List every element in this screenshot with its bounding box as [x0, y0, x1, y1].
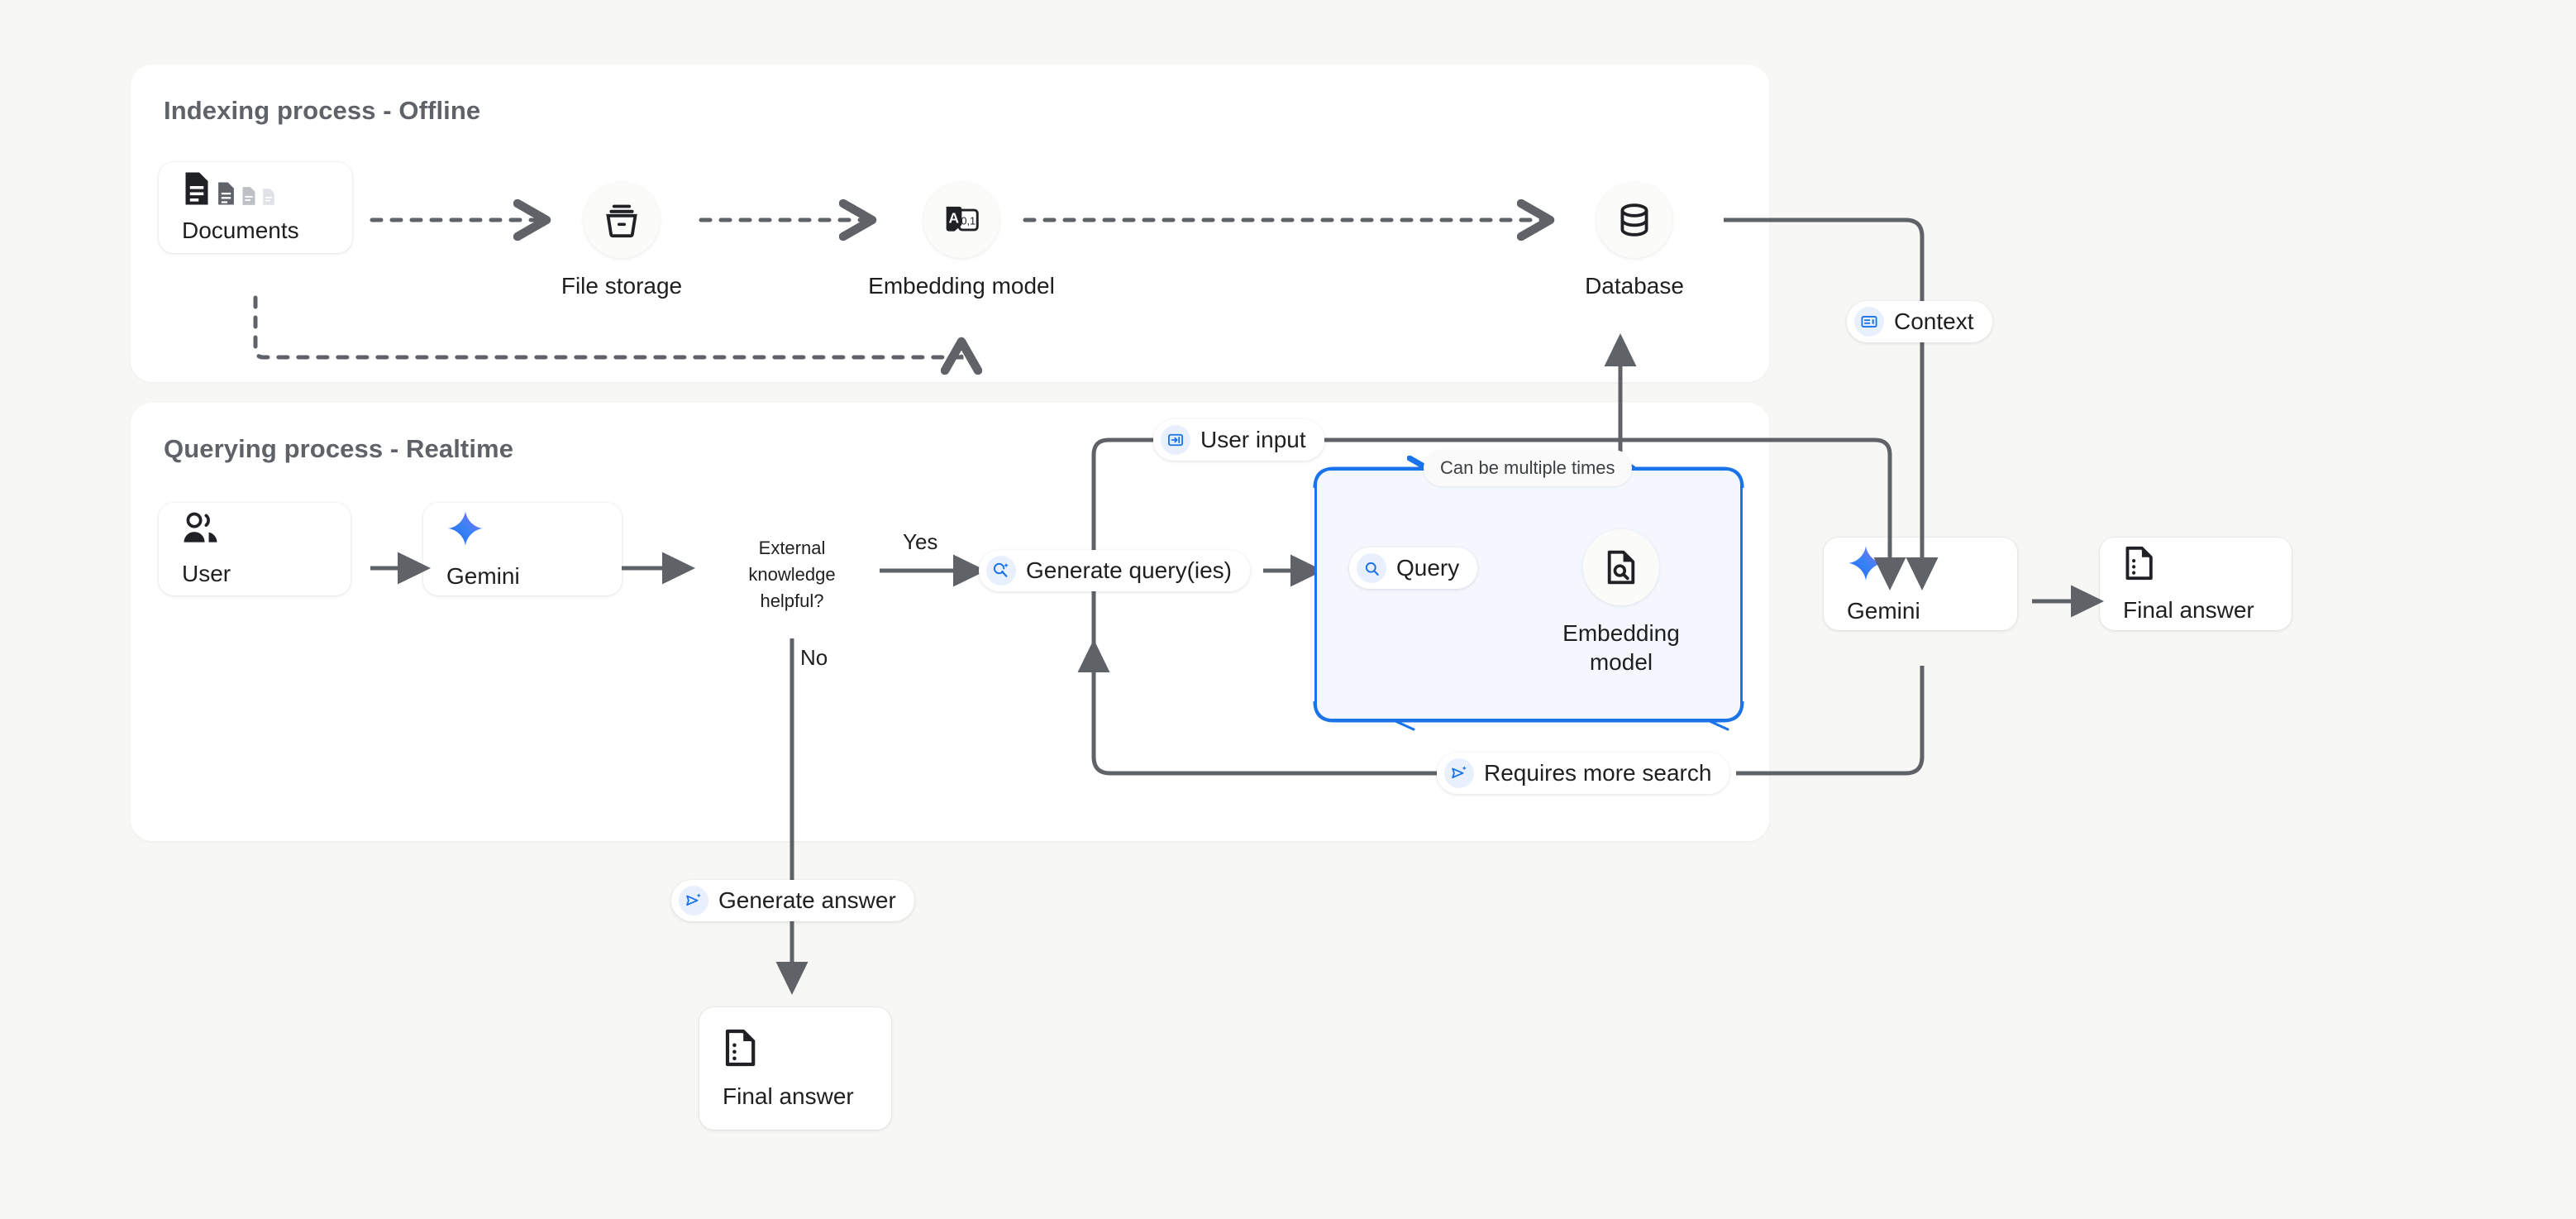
node-file-storage[interactable]: File storage — [542, 182, 701, 300]
node-gemini-right[interactable]: Gemini — [1824, 538, 2017, 630]
node-decision-external-knowledge[interactable]: External knowledge helpful? — [704, 513, 880, 637]
pill-requires-more-search[interactable]: Requires more search — [1437, 753, 1730, 794]
answer-document-icon — [723, 1028, 891, 1072]
node-database-label: Database — [1585, 273, 1684, 299]
edge-label-no: No — [800, 645, 828, 670]
documents-icon-sheet-3 — [242, 187, 255, 205]
input-arrow-icon-svg — [1168, 433, 1183, 447]
node-final-answer-bottom-label: Final answer — [723, 1083, 854, 1109]
pill-query[interactable]: Query — [1349, 547, 1478, 589]
pill-generate-answer[interactable]: Generate answer — [671, 880, 914, 921]
pill-generate-queries-label: Generate query(ies) — [1026, 557, 1233, 583]
pill-user-input-label: User input — [1200, 427, 1306, 452]
user-group-icon-svg — [184, 512, 217, 543]
node-final-answer-bottom[interactable]: Final answer — [699, 1007, 891, 1130]
node-final-answer-right-label: Final answer — [2123, 596, 2254, 623]
pill-context-label: Context — [1894, 308, 1974, 334]
node-embedding-model-indexing[interactable]: 0,1 A Embedding model — [868, 182, 1055, 300]
embedding-loop-line2: model — [1589, 649, 1653, 675]
pill-query-label: Query — [1396, 555, 1460, 581]
node-embedding-model-loop-label: Embedding model — [1562, 619, 1680, 676]
search-icon — [1357, 553, 1386, 583]
answer-document-icon-svg-right — [2125, 546, 2153, 580]
answer-document-icon — [2123, 545, 2292, 586]
edge-label-yes: Yes — [903, 529, 938, 554]
text-to-vector-icon-wrap: 0,1 A — [923, 182, 999, 258]
pill-requires-more-search-label: Requires more search — [1484, 760, 1712, 786]
database-icon — [1620, 203, 1648, 237]
gemini-sparkle-icon — [446, 509, 622, 552]
documents-icon-sheet-2 — [218, 182, 234, 205]
send-sparkle-icon-svg — [1452, 766, 1467, 779]
documents-icon — [182, 171, 352, 206]
gemini-sparkle-icon-svg-right — [1848, 545, 1884, 581]
node-gemini-left-label: Gemini — [446, 562, 520, 589]
pill-user-input[interactable]: User input — [1153, 419, 1324, 461]
document-search-icon — [1607, 550, 1635, 585]
archive-box-icon — [606, 204, 637, 238]
decision-label-line3: helpful? — [760, 590, 824, 611]
node-gemini-right-label: Gemini — [1847, 597, 1920, 624]
panel-title-querying: Querying process - Realtime — [164, 434, 514, 463]
vector-bits-text: 0,1 — [961, 215, 976, 227]
node-documents[interactable]: Documents — [159, 162, 352, 253]
pill-context[interactable]: Context — [1847, 301, 1992, 342]
vector-letter-a: A — [949, 210, 960, 227]
decision-label-line2: knowledge — [748, 564, 836, 586]
note-can-be-multiple-times-label: Can be multiple times — [1440, 457, 1615, 478]
database-icon-wrap — [1596, 182, 1672, 258]
text-to-vector-icon: 0,1 A — [946, 206, 979, 232]
input-arrow-icon — [1161, 425, 1190, 455]
search-icon-svg — [1365, 562, 1379, 576]
panel-title-indexing: Indexing process - Offline — [164, 96, 481, 125]
answer-document-icon-svg-bottom — [725, 1029, 756, 1066]
node-documents-label: Documents — [182, 218, 299, 243]
node-gemini-left[interactable]: Gemini — [423, 503, 622, 595]
node-user-label: User — [182, 560, 231, 586]
node-file-storage-label: File storage — [561, 273, 683, 299]
send-sparkle-icon — [679, 886, 708, 915]
pill-generate-answer-label: Generate answer — [718, 887, 896, 913]
archive-box-icon-wrap — [584, 182, 660, 258]
node-embedding-model-loop[interactable]: Embedding model — [1562, 529, 1680, 676]
pill-generate-queries[interactable]: Generate query(ies) — [979, 550, 1251, 591]
send-sparkle-icon-svg-2 — [686, 893, 701, 906]
documents-icon-sheet-4 — [263, 189, 274, 205]
user-group-icon — [182, 512, 351, 549]
decision-label-line1: External — [758, 538, 826, 559]
documents-icon-sheet-1 — [185, 172, 208, 205]
node-final-answer-right[interactable]: Final answer — [2100, 538, 2292, 630]
node-embedding-model-indexing-label: Embedding model — [868, 273, 1055, 299]
decision-label: External knowledge helpful? — [704, 513, 880, 637]
note-can-be-multiple-times: Can be multiple times — [1424, 450, 1632, 486]
gemini-sparkle-icon — [1847, 544, 2017, 586]
context-card-icon — [1854, 307, 1884, 337]
search-sparkle-icon-svg — [993, 562, 1009, 577]
document-search-icon-wrap — [1583, 529, 1659, 605]
gemini-sparkle-icon-svg — [447, 510, 484, 546]
send-sparkle-icon — [1444, 758, 1474, 788]
node-user[interactable]: User — [159, 503, 351, 595]
context-card-icon-svg — [1861, 316, 1877, 327]
embedding-loop-line1: Embedding — [1562, 620, 1680, 646]
search-sparkle-icon — [986, 556, 1016, 586]
node-database[interactable]: Database — [1546, 182, 1723, 300]
